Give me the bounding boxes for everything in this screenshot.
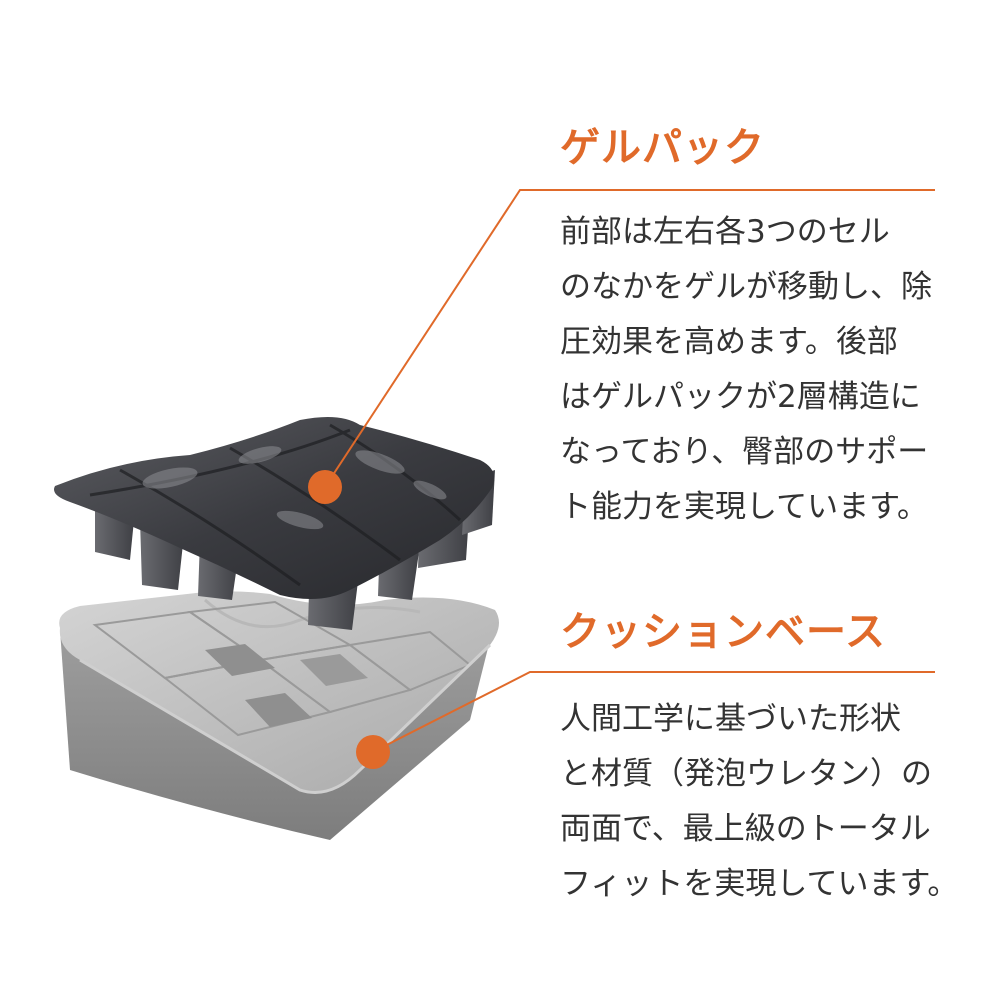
marker-dot: [308, 470, 342, 504]
description-line: 両面で、最上級のトータル: [560, 811, 931, 847]
description-line: なっており、臀部のサポー: [560, 434, 929, 470]
description-line: 圧効果を高めます。後部: [560, 324, 898, 360]
description-line: 人間工学に基づいた形状: [560, 701, 901, 737]
callout-line-cushion-base: [356, 671, 935, 769]
cushion-base-heading: クッションベース: [560, 609, 886, 655]
gel-pack: [54, 416, 495, 630]
description-line: はゲルパックが2層構造に: [560, 379, 921, 415]
gel-pack-description: 前部は左右各3つのセル のなかをゲルが移動し、除 圧効果を高めます。後部 はゲル…: [560, 205, 932, 535]
description-line: のなかをゲルが移動し、除: [560, 269, 932, 305]
cushion-base-description: 人間工学に基づいた形状 と材質（発泡ウレタン）の 両面で、最上級のトータル フィ…: [560, 692, 958, 912]
cushion-base: [59, 591, 500, 840]
gel-pack-heading: ゲルパック: [560, 125, 765, 171]
description-line: と材質（発泡ウレタン）の: [560, 756, 932, 792]
description-line: 前部は左右各3つのセル: [560, 214, 890, 250]
marker-dot: [356, 735, 390, 769]
callout-line-gel-pack: [308, 189, 935, 504]
description-line: ト能力を実現しています。: [560, 489, 928, 525]
description-line: フィットを実現しています。: [560, 866, 959, 902]
